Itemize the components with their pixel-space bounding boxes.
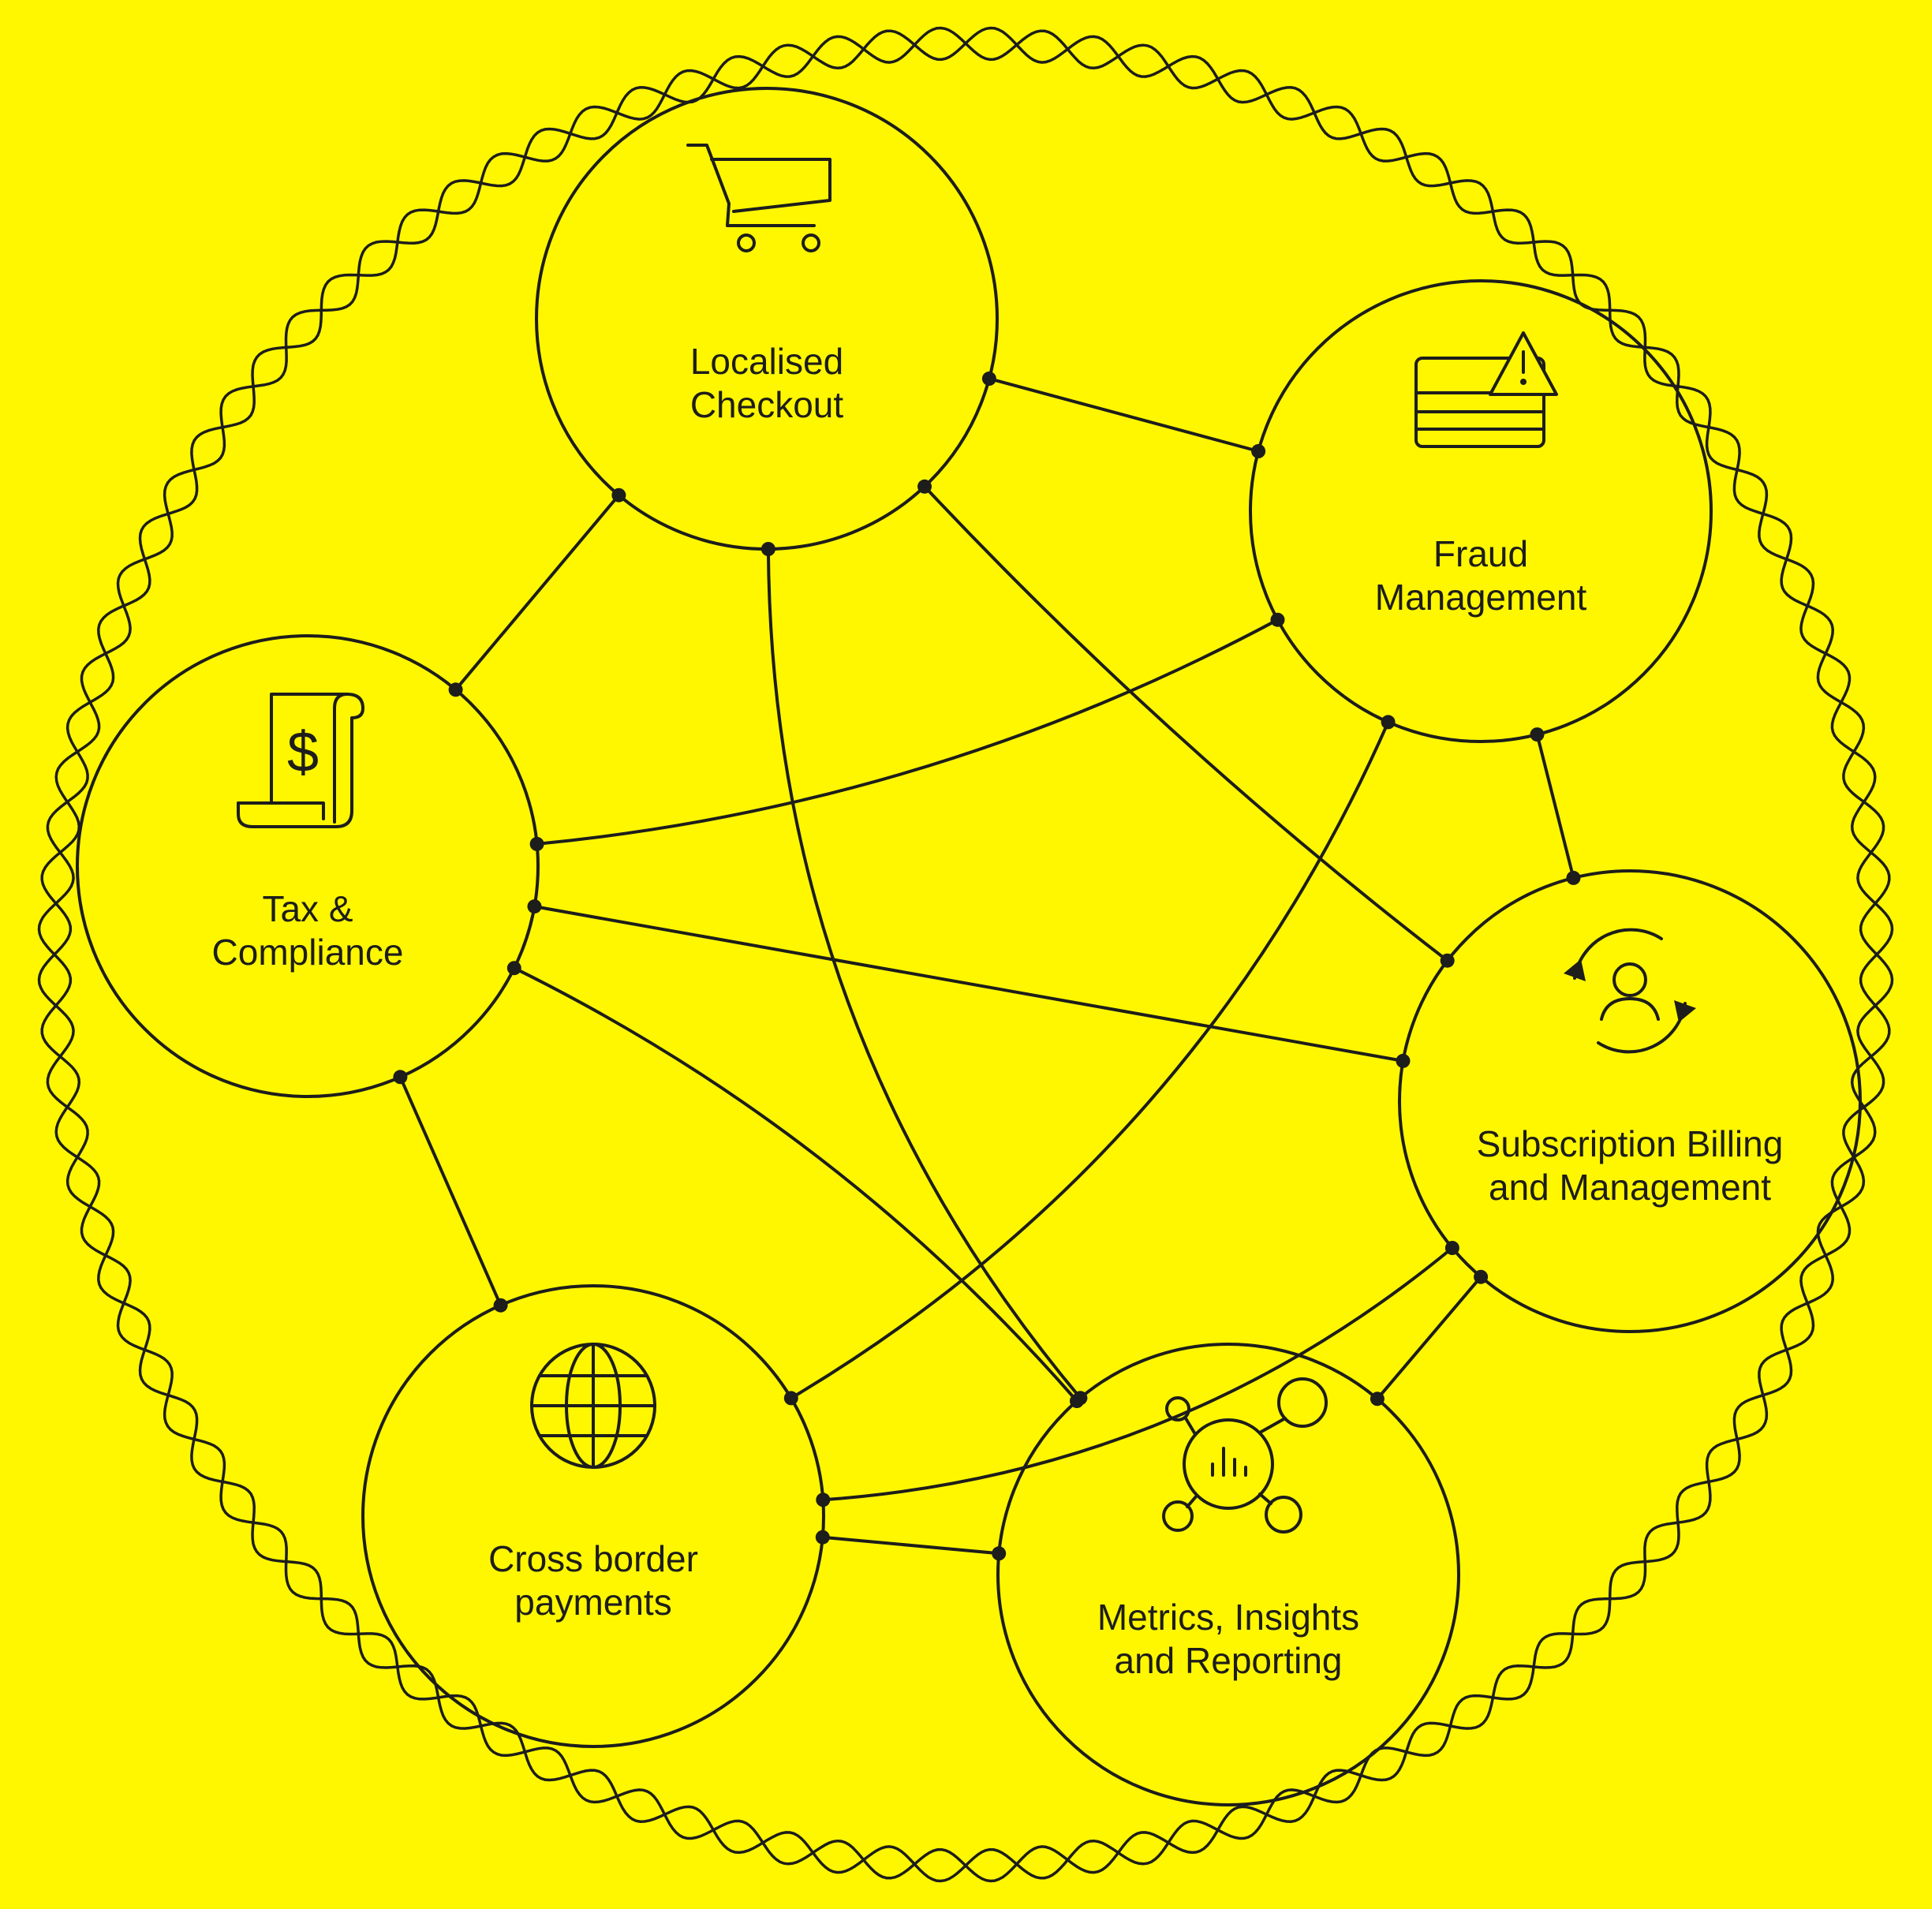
connector-dot [1566, 870, 1581, 885]
node-label-line: Compliance [212, 932, 404, 973]
connector-dot [1396, 1053, 1411, 1068]
node-label-line: Metrics, Insights [1097, 1597, 1359, 1638]
node-label-line: Tax & [262, 888, 353, 929]
node-circle [76, 634, 540, 1098]
node-label-line: and Management [1489, 1167, 1771, 1208]
connector-dot [760, 542, 775, 556]
node-circle [1398, 869, 1862, 1333]
analytics-network-icon [1162, 1377, 1328, 1534]
globe-icon [530, 1343, 656, 1469]
connector-dot [816, 1492, 831, 1507]
connector-dot [448, 682, 463, 697]
connector-tax-compliance-to-subscription-billing [533, 905, 1405, 1063]
dollar-glyph: $ [287, 721, 319, 784]
connector-cross-border-payments-to-metrics-insights [820, 1535, 1001, 1556]
connector-dot [529, 836, 544, 851]
connector-subscription-billing-to-cross-border-payments [821, 1246, 1454, 1502]
connector-tax-compliance-to-metrics-insights [512, 966, 1078, 1403]
connector-dot [815, 1530, 830, 1545]
connector-dot [783, 1391, 798, 1406]
node-label-line: Fraud [1433, 533, 1528, 574]
connector-fraud-management-to-tax-compliance [535, 618, 1280, 846]
connector-dot [1530, 727, 1545, 742]
connector-dot [981, 372, 996, 386]
node-label-line: Checkout [690, 384, 844, 425]
connector-lines [398, 377, 1575, 1556]
node-circle [996, 1343, 1460, 1806]
node-label-line: and Reporting [1115, 1640, 1343, 1681]
receipt-dollar-icon: $ [237, 693, 364, 828]
connector-dot [1370, 1392, 1385, 1407]
connector-dot [1251, 444, 1266, 458]
node-label-line: Subscription Billing [1477, 1123, 1784, 1164]
connector-fraud-management-to-subscription-billing [1535, 733, 1575, 880]
node-label-line: Cross border [488, 1538, 698, 1579]
connector-localised-checkout-to-tax-compliance [454, 493, 621, 692]
connector-dot [493, 1298, 508, 1313]
node-label: Tax &Compliance [212, 888, 404, 973]
wave-strand-2 [37, 26, 1894, 1883]
connector-dots [393, 372, 1581, 1561]
connector-dot [1444, 1241, 1459, 1255]
connector-dot [992, 1546, 1007, 1561]
wavy-outer-ring [37, 26, 1894, 1883]
user-cycle-icon [1564, 928, 1696, 1054]
connector-dot [611, 488, 626, 502]
connector-dot [527, 899, 542, 914]
shopping-cart-icon [686, 144, 831, 252]
connector-dot [1381, 715, 1396, 730]
node-circle [361, 1284, 825, 1748]
node-label-line: Management [1375, 577, 1587, 618]
connector-tax-compliance-to-cross-border-payments [398, 1075, 503, 1307]
node-label-line: Localised [690, 341, 843, 382]
connector-dot [1440, 953, 1455, 968]
connector-dot [1270, 612, 1285, 627]
connector-dot [1474, 1269, 1489, 1284]
connector-localised-checkout-to-fraud-management [987, 377, 1261, 453]
node-tax-compliance: $ Tax &Compliance [76, 634, 540, 1098]
connector-subscription-billing-to-metrics-insights [1375, 1275, 1483, 1401]
connector-fraud-management-to-cross-border-payments [789, 720, 1390, 1400]
node-label-line: payments [514, 1582, 671, 1623]
node-circle [1249, 279, 1713, 743]
connector-localised-checkout-to-metrics-insights [766, 547, 1082, 1400]
connector-dot [917, 479, 932, 494]
card-warning-icon [1414, 331, 1558, 448]
connector-dot [506, 961, 521, 976]
connector-dot [393, 1070, 408, 1085]
connector-dot [1070, 1394, 1084, 1408]
connector-localised-checkout-to-subscription-billing [923, 484, 1449, 962]
